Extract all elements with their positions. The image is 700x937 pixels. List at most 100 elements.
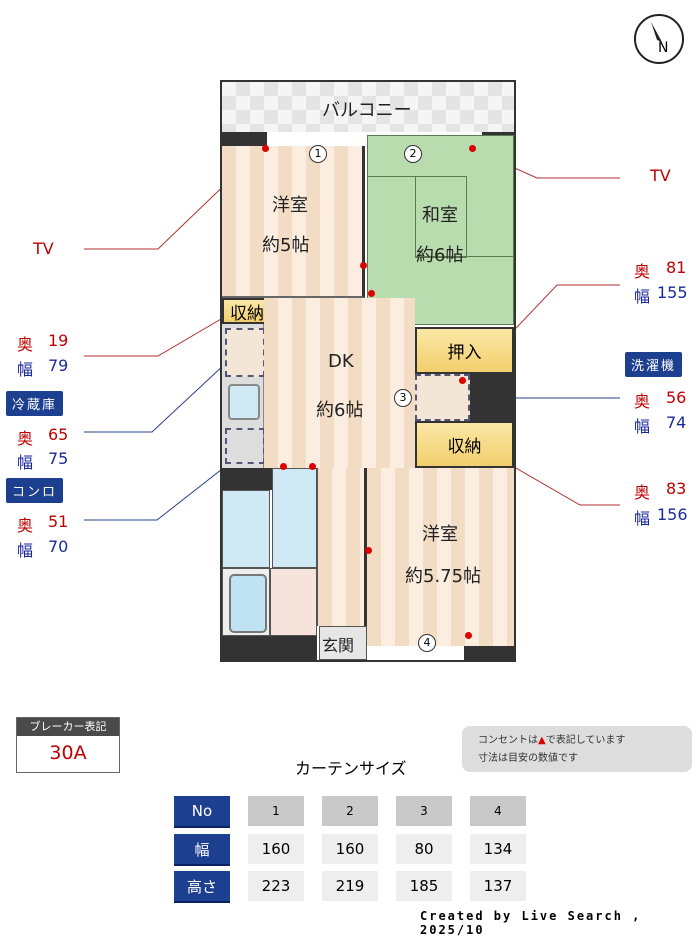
tv-right-label: TV [650, 166, 671, 185]
window-marker-4: 4 [418, 634, 436, 652]
storage-left-depth: 19 [48, 331, 69, 350]
window-number: 3 [396, 796, 452, 826]
washer-badge: 洗濯機 [625, 352, 683, 377]
table-cell: 160 [248, 834, 304, 864]
width-label: 幅 [17, 360, 34, 379]
sink-icon [228, 384, 260, 420]
window-number: 2 [322, 796, 378, 826]
floor-plan: バルコニー 洋室 約5帖 和室 約6帖 収納 DK 約6帖 押入 収納 玄関 洋… [220, 80, 516, 662]
window-marker-3: 3 [394, 389, 412, 407]
outlet-icon [465, 632, 472, 639]
width-label: 幅 [17, 541, 34, 560]
corridor [317, 468, 367, 626]
breaker-value: 30A [49, 742, 87, 764]
compass-needle-icon [651, 22, 662, 42]
window-marker-2: 2 [404, 145, 422, 163]
table-cell: 137 [470, 871, 526, 901]
wall [464, 646, 514, 660]
room-size: 約6帖 [416, 245, 464, 266]
room-name: 洋室 [422, 524, 458, 545]
storage-right-depth: 83 [666, 479, 687, 498]
window-marker-1: 1 [309, 145, 327, 163]
outlet-icon [262, 145, 269, 152]
table-cell: 223 [248, 871, 304, 901]
wall [222, 132, 267, 146]
stove-badge: コンロ [6, 478, 64, 503]
outlet-icon [360, 262, 367, 269]
breaker-label: ブレーカー表記 [17, 718, 119, 736]
depth-label: 奥 [634, 392, 651, 411]
wall [222, 636, 317, 660]
storage-right-width: 156 [657, 505, 688, 524]
outlet-icon [309, 463, 316, 470]
room-western-2: 洋室 約5.75帖 [367, 468, 514, 646]
room-western-1: 洋室 約5帖 [222, 146, 365, 298]
fridge-width: 75 [48, 449, 69, 468]
storage-left-width: 79 [48, 356, 69, 375]
oshiire-width: 155 [657, 283, 688, 302]
washer-depth: 56 [666, 388, 687, 407]
width-label: 幅 [17, 453, 34, 472]
stove-width: 70 [48, 537, 69, 556]
washroom [272, 468, 317, 568]
storage-label: 収納 [230, 303, 264, 324]
entrance-label: 玄関 [322, 636, 355, 655]
window-number: 1 [248, 796, 304, 826]
room-name: 洋室 [272, 195, 308, 216]
entrance: 玄関 [319, 626, 367, 660]
balcony: バルコニー [222, 82, 514, 132]
room-size: 約5帖 [262, 235, 310, 256]
toilet [222, 490, 270, 568]
table-cell: 134 [470, 834, 526, 864]
storage-label: 収納 [447, 437, 482, 457]
table-cell: 219 [322, 871, 378, 901]
balcony-label: バルコニー [322, 100, 412, 121]
fridge-badge: 冷蔵庫 [6, 391, 64, 416]
outlet-icon [459, 377, 466, 384]
storage-right: 収納 [415, 421, 514, 468]
outlet-legend-icon: ▲ [538, 735, 546, 746]
bathroom-dressing [270, 568, 317, 636]
outlet-icon [469, 145, 476, 152]
width-label: 幅 [634, 509, 651, 528]
table-header: No [174, 796, 230, 828]
window-number: 4 [470, 796, 526, 826]
bathtub [222, 568, 270, 636]
note-box: コンセントは▲で表記しています 寸法は目安の数値です [462, 726, 692, 772]
wall [470, 374, 514, 421]
oshiire-label: 押入 [447, 343, 482, 363]
compass-north-label: N [658, 40, 669, 56]
width-label: 幅 [634, 417, 651, 436]
row-label: 高さ [174, 871, 230, 903]
depth-label: 奥 [634, 483, 651, 502]
table-cell: 185 [396, 871, 452, 901]
outlet-icon [280, 463, 287, 470]
depth-label: 奥 [17, 335, 34, 354]
stove-depth: 51 [48, 512, 69, 531]
oshiire: 押入 [415, 327, 514, 374]
room-size: 約6帖 [316, 400, 364, 421]
room-name: DK [328, 351, 354, 372]
table-cell: 160 [322, 834, 378, 864]
breaker-box: ブレーカー表記 30A [16, 717, 120, 773]
room-japanese: 和室 約6帖 [367, 135, 514, 325]
depth-label: 奥 [17, 516, 34, 535]
fridge-depth: 65 [48, 425, 69, 444]
room-size: 約5.75帖 [405, 566, 482, 587]
wall [222, 468, 274, 490]
outlet-icon [365, 547, 372, 554]
row-label: 幅 [174, 834, 230, 866]
depth-label: 奥 [17, 429, 34, 448]
note-text: で表記しています [545, 735, 626, 746]
note-text: コンセントは [478, 735, 538, 746]
room-dk: DK 約6帖 [264, 298, 415, 468]
washer-width: 74 [666, 413, 687, 432]
storage-left: 収納 [222, 298, 272, 324]
compass: N [634, 14, 684, 64]
curtain-title: カーテンサイズ [295, 759, 407, 778]
outlet-icon [368, 290, 375, 297]
room-name: 和室 [422, 205, 458, 226]
oshiire-depth: 81 [666, 258, 687, 277]
note-text: 寸法は目安の数値です [478, 753, 578, 764]
depth-label: 奥 [634, 262, 651, 281]
